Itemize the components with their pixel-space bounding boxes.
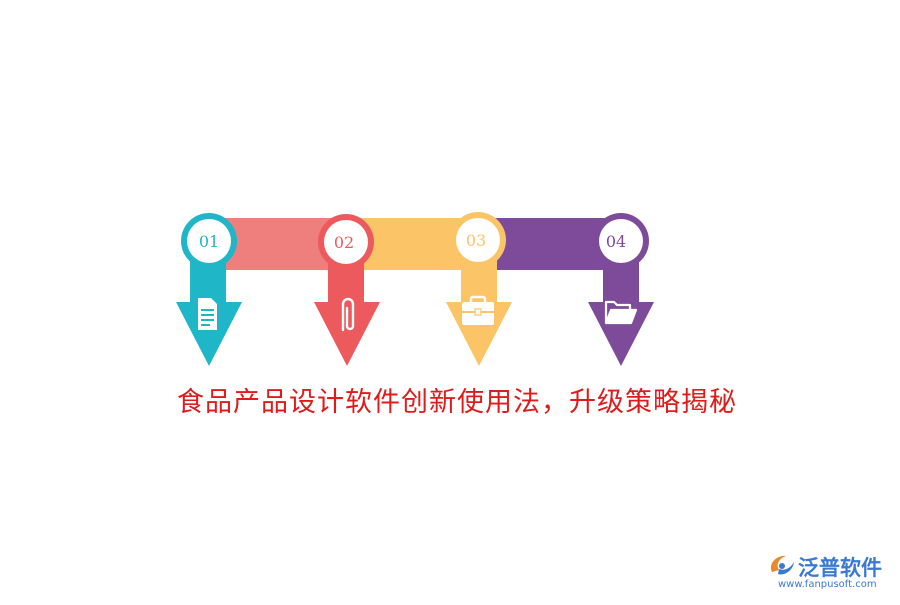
step-number: 03: [466, 231, 486, 250]
step-04: 04: [588, 213, 654, 366]
step-number: 04: [606, 232, 626, 251]
paperclip-icon: [341, 297, 355, 332]
document-icon: [198, 298, 217, 330]
brand-name: 泛普软件: [798, 556, 882, 580]
brand-watermark: 泛普软件 www.fanpusoft.com: [766, 552, 896, 592]
brand-logo-icon: [770, 555, 794, 575]
brand-url: www.fanpusoft.com: [778, 579, 877, 590]
step-02: 02: [314, 214, 380, 366]
folder-icon: [604, 300, 638, 325]
step-number: 02: [334, 233, 354, 252]
step-number: 01: [199, 232, 219, 251]
briefcase-icon: [462, 295, 494, 325]
step-01: 01: [176, 213, 242, 366]
step-03: 03: [446, 212, 512, 366]
diagram-title: 食品产品设计软件创新使用法，升级策略揭秘: [177, 387, 737, 418]
